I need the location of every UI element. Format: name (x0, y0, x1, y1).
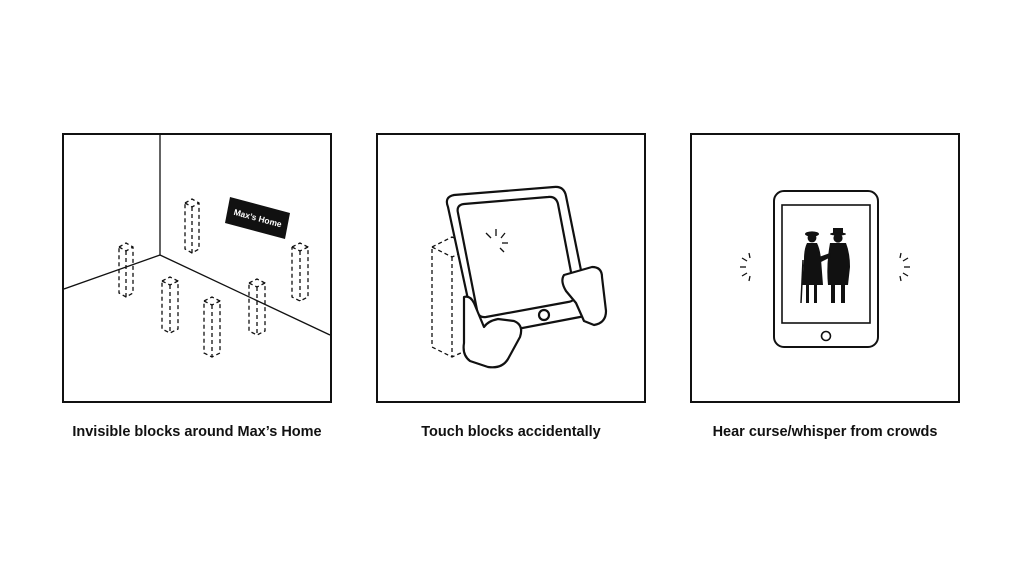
panel-hear-crowds (690, 133, 960, 403)
right-hand (561, 265, 608, 327)
left-hand (462, 295, 523, 369)
caption-hear-crowds: Hear curse/whisper from crowds (712, 424, 938, 440)
phone-screen (781, 204, 871, 324)
sound-left-icon (740, 252, 751, 282)
room-illustration: Max’s Home (64, 135, 330, 358)
home-sign: Max’s Home (225, 197, 290, 239)
panel-invisible-blocks: Max’s Home (62, 133, 332, 403)
invisible-block (118, 242, 134, 298)
floor-right-line (159, 254, 330, 336)
panel-touch-blocks (376, 133, 646, 403)
invisible-block (248, 278, 266, 336)
tablet-home-button (537, 308, 551, 322)
tablet-touch-illustration (431, 185, 608, 369)
couple-silhouette (800, 228, 850, 304)
caption-invisible-blocks: Invisible blocks around Max’s Home (72, 424, 322, 440)
invisible-block (291, 242, 309, 302)
invisible-block (203, 296, 221, 358)
phone (773, 190, 879, 348)
invisible-block (161, 276, 179, 334)
floor-left-line (64, 254, 161, 290)
caption-touch-blocks: Touch blocks accidentally (421, 424, 601, 440)
phone-crowd-illustration (740, 190, 910, 348)
sound-right-icon (899, 252, 910, 282)
phone-home-button (820, 330, 832, 342)
invisible-block (184, 198, 200, 254)
touch-spark-icon (485, 229, 508, 253)
